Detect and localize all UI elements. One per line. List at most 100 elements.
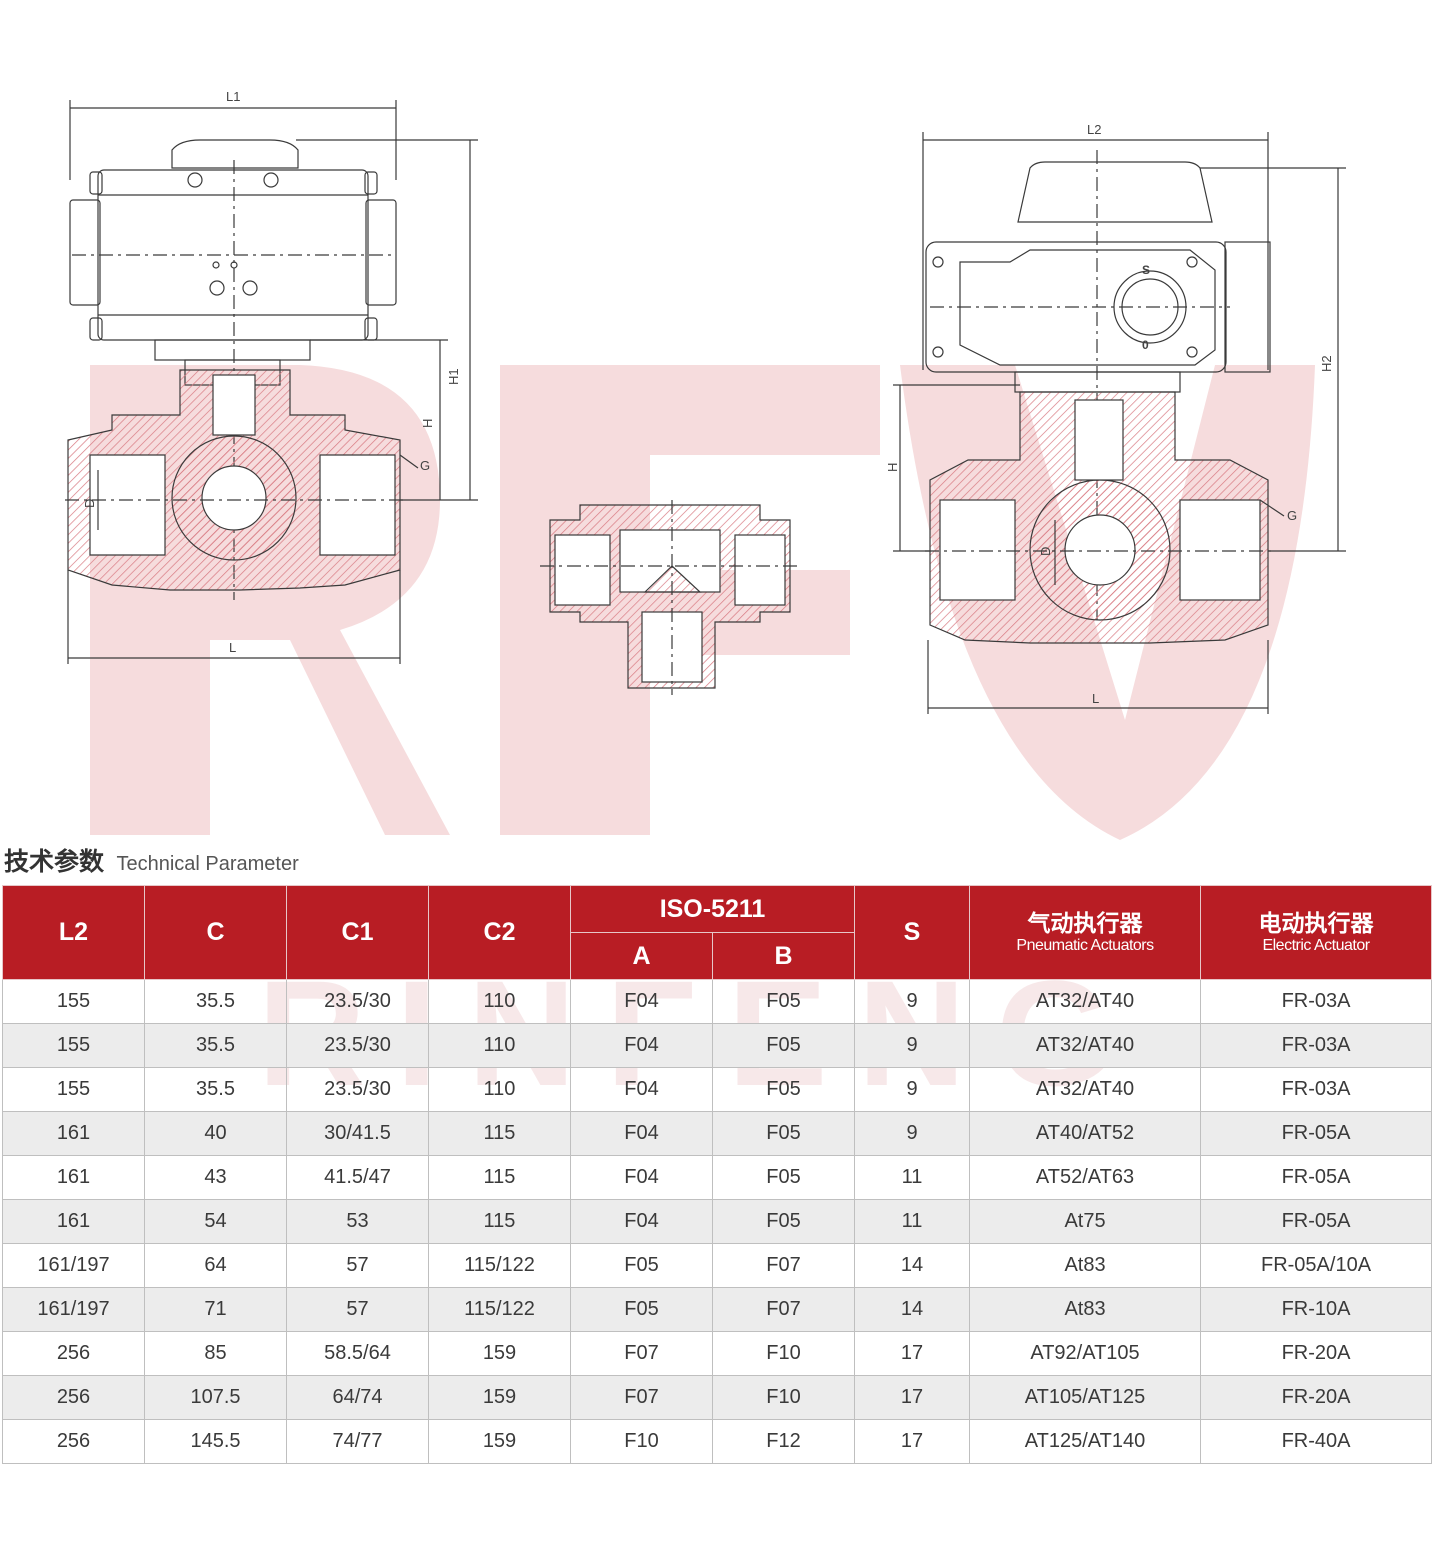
cell-c2: 115 <box>428 1199 571 1244</box>
cell-c1: 23.5/30 <box>286 979 429 1024</box>
cell-iso-b: F05 <box>711 979 856 1024</box>
cell-c1: 74/77 <box>286 1419 429 1464</box>
cell-electric-actuator: FR-20A <box>1200 1331 1433 1376</box>
cell-iso-b: F05 <box>711 1111 856 1156</box>
header-c: C <box>144 885 287 980</box>
cell-c2: 159 <box>428 1331 571 1376</box>
cell-s: 9 <box>854 1111 971 1156</box>
cell-pneumatic-actuator: At75 <box>969 1199 1202 1244</box>
section-title-cn: 技术参数 <box>4 847 105 876</box>
cell-s: 9 <box>854 1067 971 1112</box>
header-c2: C2 <box>428 885 571 980</box>
cell-c: 85 <box>144 1331 287 1376</box>
cell-iso-b: F12 <box>711 1419 856 1464</box>
cell-iso-b: F10 <box>711 1331 856 1376</box>
cell-c: 107.5 <box>144 1375 287 1420</box>
cell-iso-b: F05 <box>711 1199 856 1244</box>
header-electric-actuator: 电动执行器 Electric Actuator <box>1200 885 1433 980</box>
cell-electric-actuator: FR-03A <box>1200 1023 1433 1068</box>
cell-electric-actuator: FR-20A <box>1200 1375 1433 1420</box>
electric-valve-drawing <box>893 132 1346 714</box>
cell-pneumatic-actuator: AT52/AT63 <box>969 1155 1202 1200</box>
cell-s: 11 <box>854 1155 971 1200</box>
cell-c2: 110 <box>428 1067 571 1112</box>
cell-c1: 41.5/47 <box>286 1155 429 1200</box>
cell-iso-a: F04 <box>570 1067 713 1112</box>
cell-iso-b: F07 <box>711 1287 856 1332</box>
cell-c2: 159 <box>428 1419 571 1464</box>
cell-electric-actuator: FR-03A <box>1200 979 1433 1024</box>
pneumatic-valve-drawing <box>65 100 478 664</box>
cell-c: 43 <box>144 1155 287 1200</box>
cell-s: 9 <box>854 979 971 1024</box>
cell-c: 145.5 <box>144 1419 287 1464</box>
cell-s: 14 <box>854 1243 971 1288</box>
cell-s: 14 <box>854 1287 971 1332</box>
cell-l2: 256 <box>2 1419 145 1464</box>
header-pneumatic-cn: 气动执行器 <box>1027 910 1143 937</box>
header-iso-5211: ISO-5211 <box>569 885 856 933</box>
header-b: B <box>711 932 856 980</box>
cell-s: 11 <box>854 1199 971 1244</box>
cell-c1: 57 <box>286 1287 429 1332</box>
cell-pneumatic-actuator: AT32/AT40 <box>969 979 1202 1024</box>
indicator-s-label: S <box>1142 263 1150 277</box>
cell-electric-actuator: FR-05A <box>1200 1111 1433 1156</box>
cell-iso-a: F05 <box>570 1287 713 1332</box>
cell-electric-actuator: FR-03A <box>1200 1067 1433 1112</box>
cell-c1: 64/74 <box>286 1375 429 1420</box>
cell-c: 54 <box>144 1199 287 1244</box>
technical-parameter-table: L2 C C1 C2 ISO-5211 S 气动执行器 Pneumatic Ac… <box>2 885 1433 1464</box>
header-s: S <box>854 885 971 980</box>
dim-label-h-electric: H <box>885 463 900 472</box>
three-way-valve-section <box>540 500 800 695</box>
cell-c2: 115/122 <box>428 1243 571 1288</box>
cell-c: 35.5 <box>144 979 287 1024</box>
header-electric-cn: 电动执行器 <box>1258 910 1374 937</box>
cell-c: 40 <box>144 1111 287 1156</box>
dim-label-h: H <box>420 419 435 428</box>
cell-c2: 115 <box>428 1111 571 1156</box>
cell-iso-a: F04 <box>570 1023 713 1068</box>
cell-iso-a: F07 <box>570 1331 713 1376</box>
cell-iso-a: F04 <box>570 1111 713 1156</box>
dim-label-l2: L2 <box>1087 122 1101 137</box>
header-pneumatic-actuators: 气动执行器 Pneumatic Actuators <box>969 885 1202 980</box>
cell-c: 35.5 <box>144 1023 287 1068</box>
cell-c2: 110 <box>428 979 571 1024</box>
dim-label-l: L <box>229 640 236 655</box>
header-a: A <box>570 932 713 980</box>
cell-c1: 57 <box>286 1243 429 1288</box>
cell-c: 64 <box>144 1243 287 1288</box>
cell-c2: 115 <box>428 1155 571 1200</box>
indicator-o-label: 0 <box>1142 338 1149 352</box>
cell-iso-a: F05 <box>570 1243 713 1288</box>
cell-l2: 155 <box>2 979 145 1024</box>
cell-c: 35.5 <box>144 1067 287 1112</box>
cell-c1: 53 <box>286 1199 429 1244</box>
cell-pneumatic-actuator: AT32/AT40 <box>969 1023 1202 1068</box>
cell-l2: 155 <box>2 1023 145 1068</box>
cell-pneumatic-actuator: AT32/AT40 <box>969 1067 1202 1112</box>
section-heading: 技术参数 Technical Parameter <box>4 842 299 878</box>
cell-c1: 58.5/64 <box>286 1331 429 1376</box>
cell-pneumatic-actuator: AT105/AT125 <box>969 1375 1202 1420</box>
cell-l2: 161/197 <box>2 1287 145 1332</box>
cell-l2: 161/197 <box>2 1243 145 1288</box>
cell-l2: 161 <box>2 1111 145 1156</box>
dim-label-d: D <box>82 499 97 508</box>
header-electric-en: Electric Actuator <box>1262 936 1370 954</box>
cell-s: 17 <box>854 1375 971 1420</box>
cell-c1: 30/41.5 <box>286 1111 429 1156</box>
cell-electric-actuator: FR-05A/10A <box>1200 1243 1433 1288</box>
cell-l2: 256 <box>2 1331 145 1376</box>
dim-label-l1: L1 <box>226 89 240 104</box>
cell-pneumatic-actuator: AT92/AT105 <box>969 1331 1202 1376</box>
dim-label-d-electric: D <box>1038 547 1053 556</box>
dim-label-h2: H2 <box>1319 355 1334 372</box>
cell-iso-b: F10 <box>711 1375 856 1420</box>
